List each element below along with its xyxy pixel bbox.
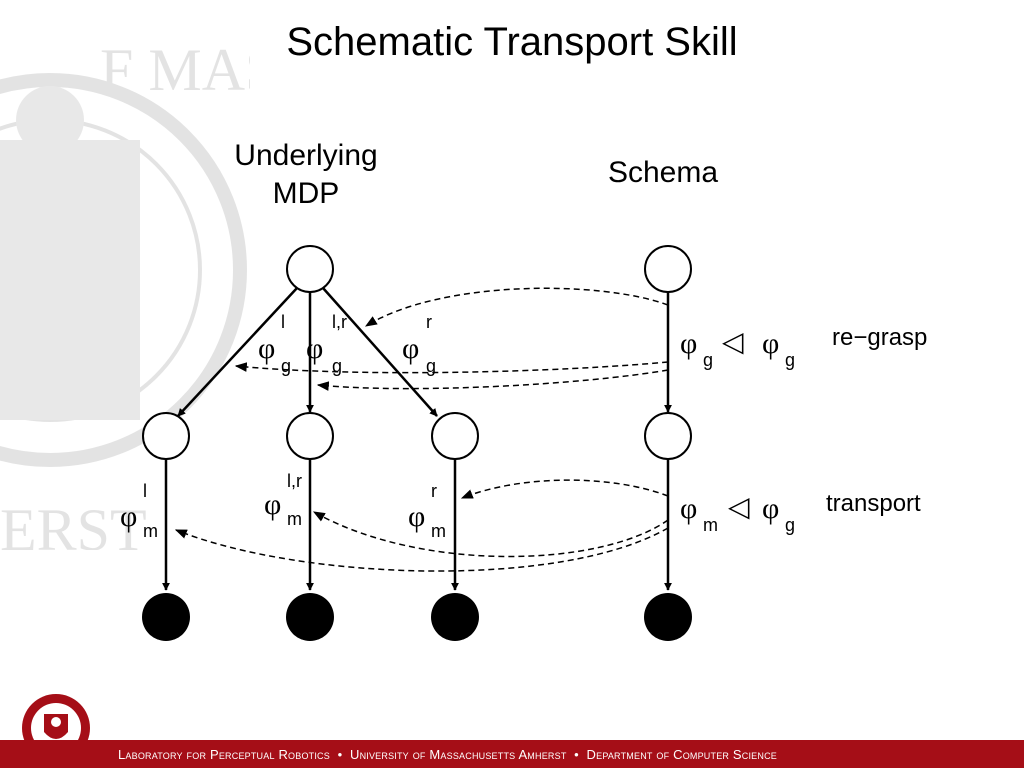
svg-text:l,r: l,r [287, 471, 302, 491]
schema-top-node [644, 245, 692, 293]
svg-text:r: r [426, 312, 432, 332]
svg-text:g: g [281, 356, 291, 376]
svg-text:l: l [143, 481, 147, 501]
mdp-mid-terminal-node [286, 593, 334, 641]
mdp-left-terminal-node [142, 593, 190, 641]
footer-university-name: University of Massachusetts Amherst [349, 747, 567, 762]
underlying-mdp-header-line2: MDP [273, 177, 340, 210]
svg-text:φ: φ [258, 332, 275, 365]
schema-mid-node [644, 412, 692, 460]
transport-mapping-arrow-mid [312, 511, 669, 558]
schema-terminal-node [644, 593, 692, 641]
label-phi-g-right: φ r g [402, 312, 436, 376]
transport-mapping-arrow-left [174, 527, 669, 572]
footer-lab-name: Laboratory for Perceptual Robotics [118, 747, 330, 762]
svg-text:φ: φ [680, 327, 697, 360]
slide-title: Schematic Transport Skill [286, 20, 738, 64]
edge-root-to-left [177, 287, 298, 417]
mdp-right-node [431, 412, 479, 460]
svg-text:φ: φ [762, 492, 779, 525]
svg-text:F MASSA: F MASSA [100, 37, 250, 103]
underlying-mdp-header-line1: Underlying [234, 139, 377, 172]
mdp-root-node [286, 245, 334, 293]
regrasp-label: re−grasp [832, 324, 927, 351]
svg-text:ERST: ERST [0, 497, 147, 550]
svg-text:r: r [431, 481, 437, 501]
svg-text:φ: φ [306, 332, 323, 365]
svg-text:φ: φ [120, 500, 137, 533]
svg-text:φ: φ [402, 332, 419, 365]
transport-label: transport [826, 490, 921, 517]
svg-text:◁: ◁ [728, 490, 750, 523]
schema-regrasp-expression: φ g ◁ φ g [680, 325, 795, 370]
label-phi-m-left: φ l m [120, 481, 158, 541]
label-phi-m-right: φ r m [408, 481, 446, 541]
transport-skill-diagram: Underlying MDP Schema φ l g φ l,r g φ r … [120, 139, 927, 641]
transport-mapping-arrow-right [460, 479, 669, 499]
svg-text:g: g [785, 350, 795, 370]
university-seal-watermark: F MASSA ERST [0, 37, 250, 550]
footer-text: Laboratory for Perceptual Robotics • Uni… [118, 747, 777, 762]
schema-header: Schema [608, 156, 718, 189]
svg-text:φ: φ [680, 492, 697, 525]
svg-text:g: g [332, 356, 342, 376]
mdp-mid-node [286, 412, 334, 460]
edge-root-to-right [322, 287, 438, 417]
mdp-left-node [142, 412, 190, 460]
footer-bar: Laboratory for Perceptual Robotics • Uni… [0, 740, 1024, 768]
label-phi-m-mid: φ l,r m [264, 471, 302, 529]
svg-text:m: m [431, 521, 446, 541]
svg-text:φ: φ [264, 488, 281, 521]
svg-text:g: g [703, 350, 713, 370]
footer-separator-1: • [337, 747, 343, 762]
svg-text:l,r: l,r [332, 312, 347, 332]
svg-text:m: m [703, 515, 718, 535]
regrasp-mapping-arrow-mid [364, 287, 669, 327]
label-phi-g-mid: φ l,r g [306, 312, 347, 376]
svg-text:m: m [287, 509, 302, 529]
regrasp-mapping-arrow-left [234, 361, 669, 374]
svg-text:l: l [281, 312, 285, 332]
schema-transport-expression: φ m ◁ φ g [680, 490, 795, 535]
regrasp-mapping-arrow-right [316, 369, 669, 391]
mdp-right-terminal-node [431, 593, 479, 641]
footer-department-name: Department of Computer Science [586, 747, 777, 762]
svg-text:φ: φ [408, 500, 425, 533]
svg-text:g: g [426, 356, 436, 376]
svg-text:◁: ◁ [722, 325, 744, 358]
svg-text:m: m [143, 521, 158, 541]
footer-separator-2: • [574, 747, 579, 762]
svg-text:g: g [785, 515, 795, 535]
svg-text:φ: φ [762, 327, 779, 360]
label-phi-g-left: φ l g [258, 312, 291, 376]
